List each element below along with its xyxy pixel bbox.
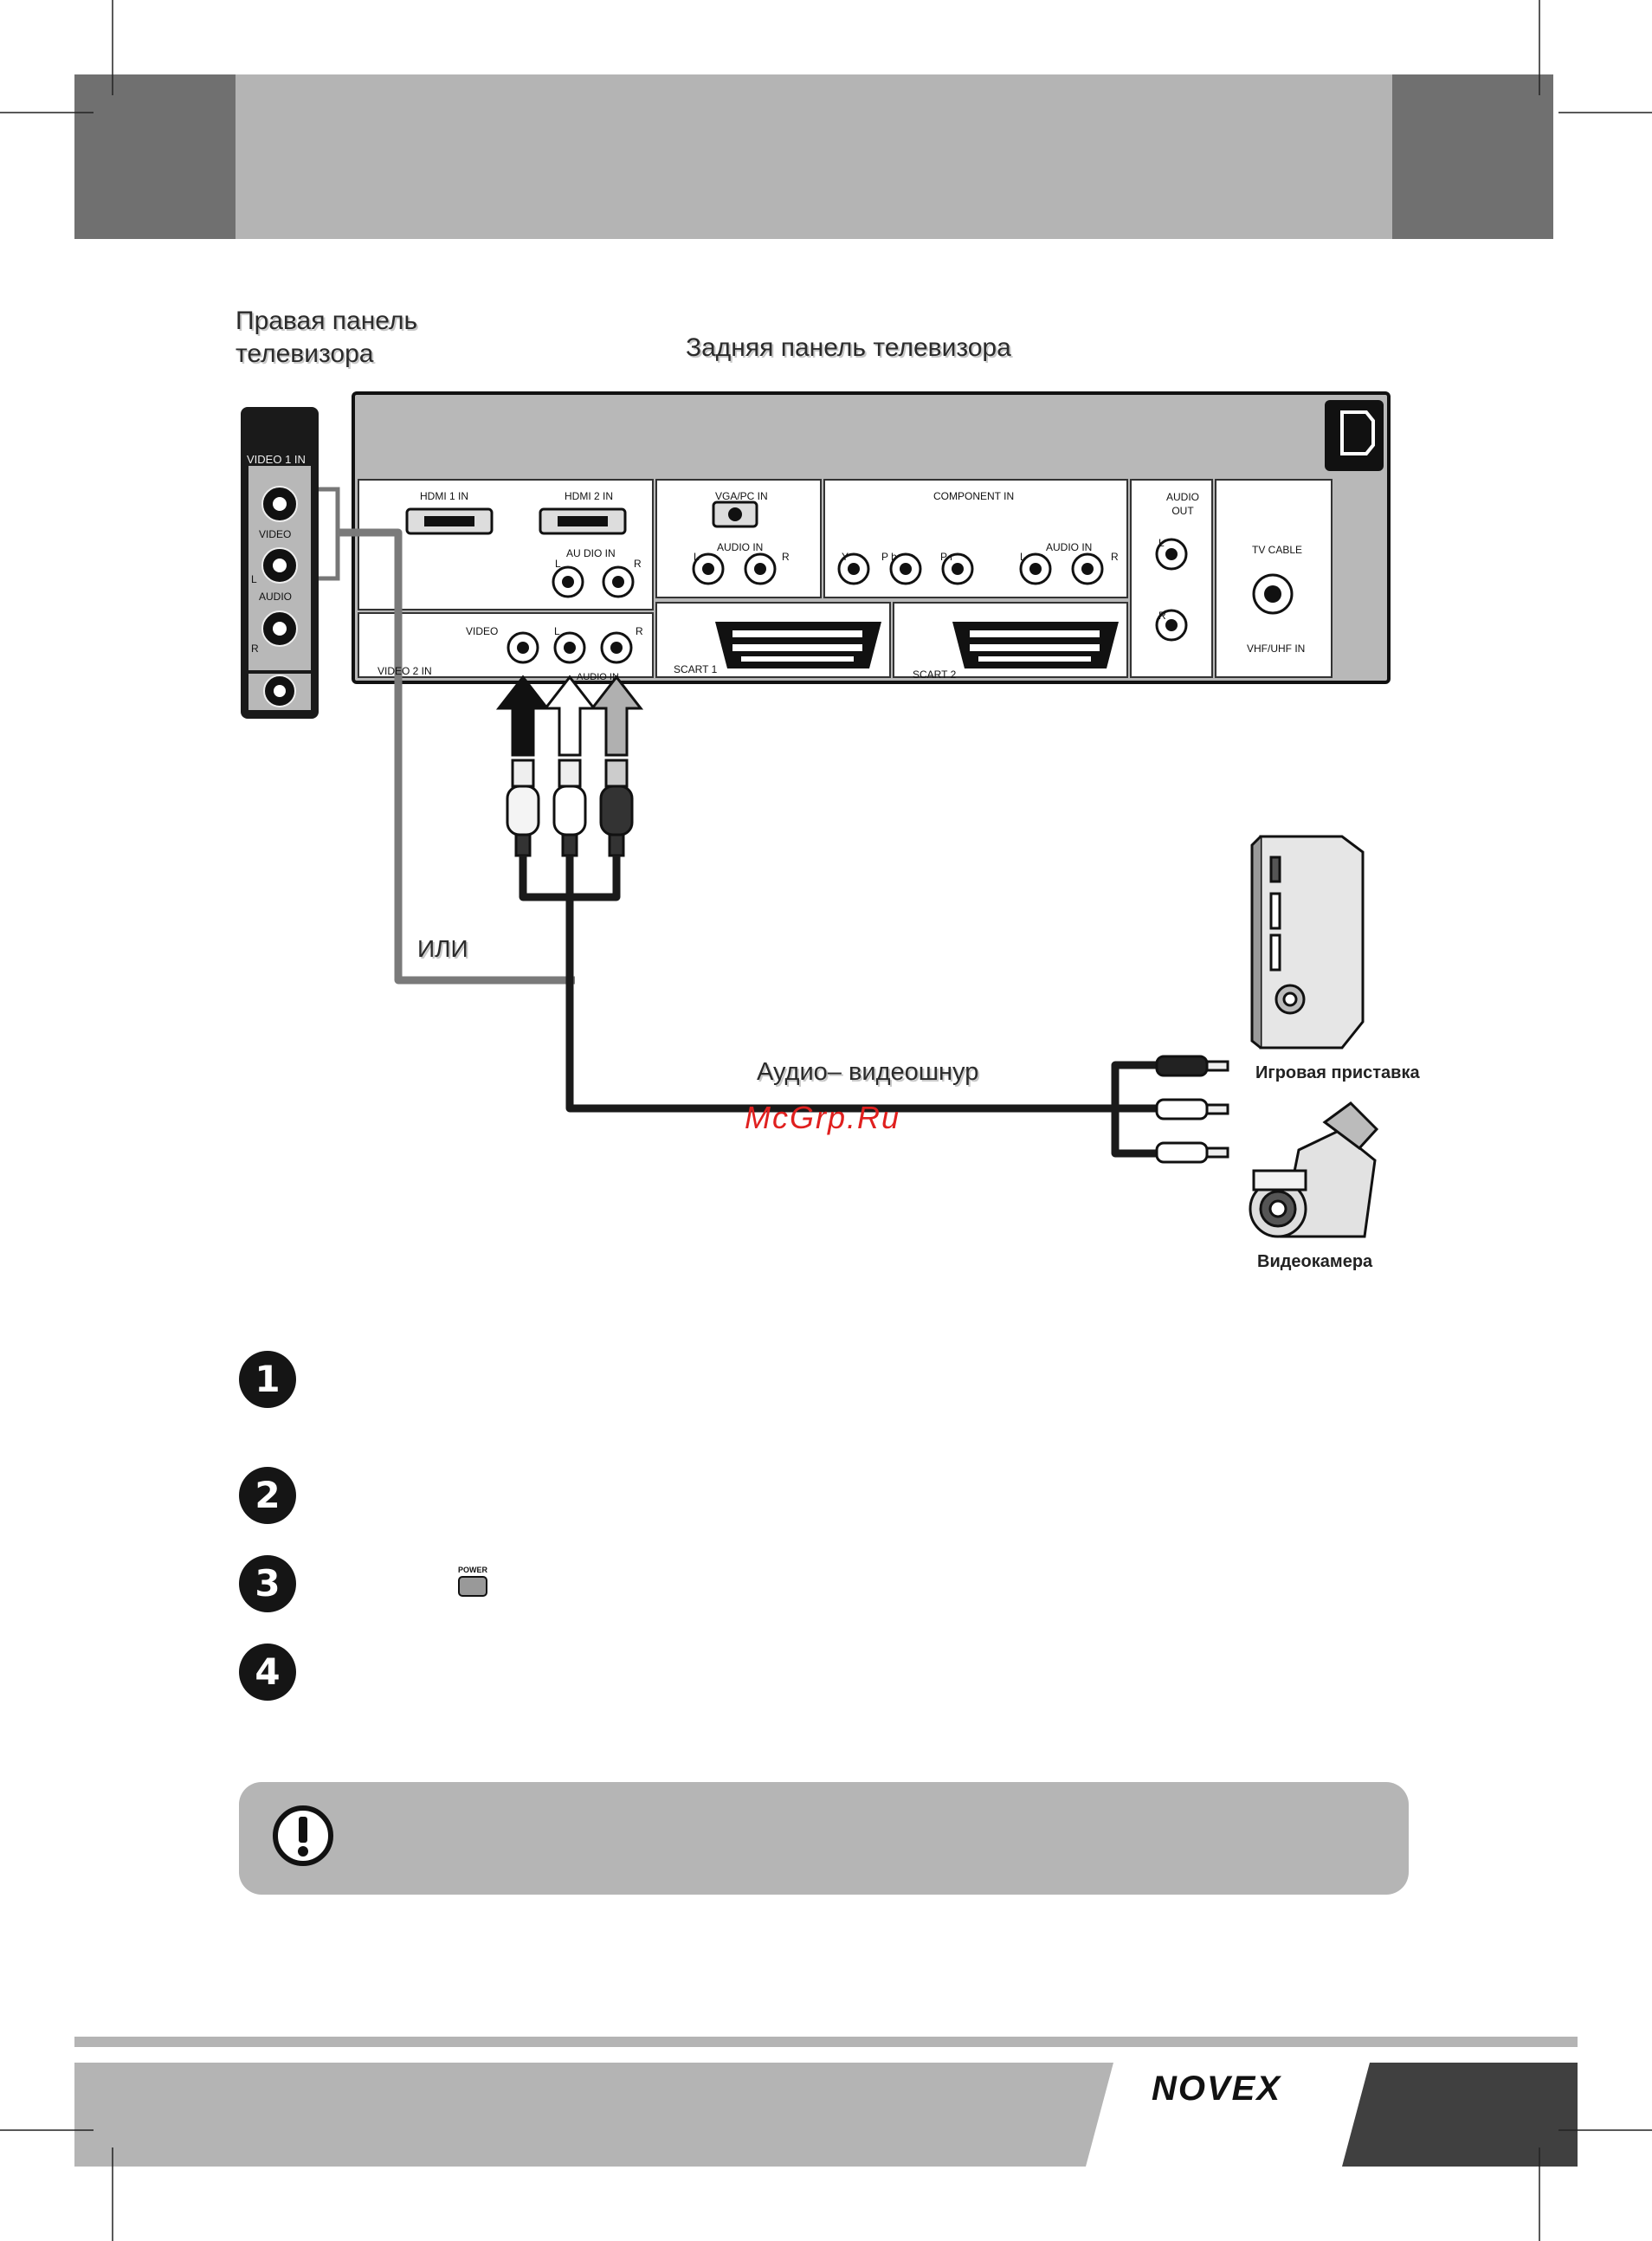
vhf-label: VHF/UHF IN bbox=[1247, 643, 1306, 655]
audio-out-r-label: R bbox=[1158, 610, 1166, 622]
video2-video-label: VIDEO bbox=[466, 625, 499, 637]
tv-cable-label: TV CABLE bbox=[1252, 544, 1303, 556]
video2-l-label: L bbox=[554, 625, 560, 637]
comp-l-label: L bbox=[1020, 551, 1026, 563]
side-video-label: VIDEO bbox=[259, 528, 292, 540]
audio-in-label: AU DIO IN bbox=[566, 547, 616, 559]
game-console-label: Игровая приставка bbox=[1255, 1063, 1420, 1082]
audio-in-r-label: R bbox=[634, 558, 642, 570]
vga-audio-label: AUDIO IN bbox=[717, 541, 764, 553]
side-r-label: R bbox=[251, 643, 259, 655]
vga-l-label: L bbox=[694, 551, 700, 563]
alt-cable-or bbox=[338, 528, 575, 985]
comp-audio-label: AUDIO IN bbox=[1046, 541, 1093, 553]
power-button-label: POWER bbox=[457, 1566, 487, 1574]
right-panel-label: Правая панель телевизора bbox=[236, 307, 418, 368]
side-video1in-label: VIDEO 1 IN bbox=[247, 453, 306, 466]
note-box bbox=[239, 1782, 1409, 1895]
step-4-badge: 4 bbox=[239, 1644, 296, 1701]
rear-panel-label: Задняя панель телевизора bbox=[686, 333, 1011, 362]
comp-pb-label: P b bbox=[881, 551, 897, 563]
step-1-badge: 1 bbox=[239, 1351, 296, 1408]
rca-plugs bbox=[506, 759, 634, 857]
or-label: ИЛИ bbox=[417, 935, 468, 962]
component-label: COMPONENT IN bbox=[933, 490, 1015, 502]
video2-audio-label: AUDIO IN bbox=[577, 672, 619, 682]
side-panel bbox=[241, 407, 340, 719]
scart1-label: SCART 1 bbox=[674, 663, 718, 675]
footer-band bbox=[0, 2037, 1652, 2241]
warning-icon bbox=[273, 1805, 333, 1866]
video2-label: VIDEO 2 IN bbox=[378, 665, 432, 677]
cable-label: Аудио– видеошнур bbox=[757, 1058, 979, 1086]
header-band bbox=[0, 0, 1652, 239]
side-audio-label: AUDIO bbox=[259, 591, 293, 603]
power-button-icon: POWER bbox=[455, 1566, 490, 1597]
comp-y-label: Y bbox=[842, 551, 849, 563]
connection-arrows bbox=[495, 675, 644, 757]
vga-label: VGA/PC IN bbox=[715, 490, 768, 502]
scart2-label: SCART 2 bbox=[913, 668, 957, 681]
side-l-label: L bbox=[251, 573, 257, 585]
video2-r-label: R bbox=[636, 625, 643, 637]
game-console-icon bbox=[1250, 835, 1365, 1049]
hdmi2-label: HDMI 2 IN bbox=[565, 490, 614, 502]
watermark: McGrp.Ru bbox=[745, 1100, 901, 1135]
brand-logo: NOVEX bbox=[1152, 2070, 1282, 2108]
audio-out-l-label: L bbox=[1158, 537, 1165, 549]
audio-in-l-label: L bbox=[555, 558, 561, 570]
rear-panel bbox=[352, 391, 1391, 684]
av-cable bbox=[519, 856, 1160, 1158]
connection-diagram bbox=[241, 391, 1391, 1238]
hdmi1-label: HDMI 1 IN bbox=[420, 490, 469, 502]
step-3-badge: 3 bbox=[239, 1555, 296, 1612]
comp-pr-label: P r bbox=[940, 551, 954, 563]
vga-r-label: R bbox=[782, 551, 790, 563]
camcorder-label: Видеокамера bbox=[1257, 1252, 1373, 1271]
step-2-badge: 2 bbox=[239, 1467, 296, 1524]
audio-out-label: AUDIO OUT bbox=[1165, 491, 1199, 517]
comp-r-label: R bbox=[1111, 551, 1119, 563]
camcorder-icon bbox=[1249, 1101, 1379, 1238]
